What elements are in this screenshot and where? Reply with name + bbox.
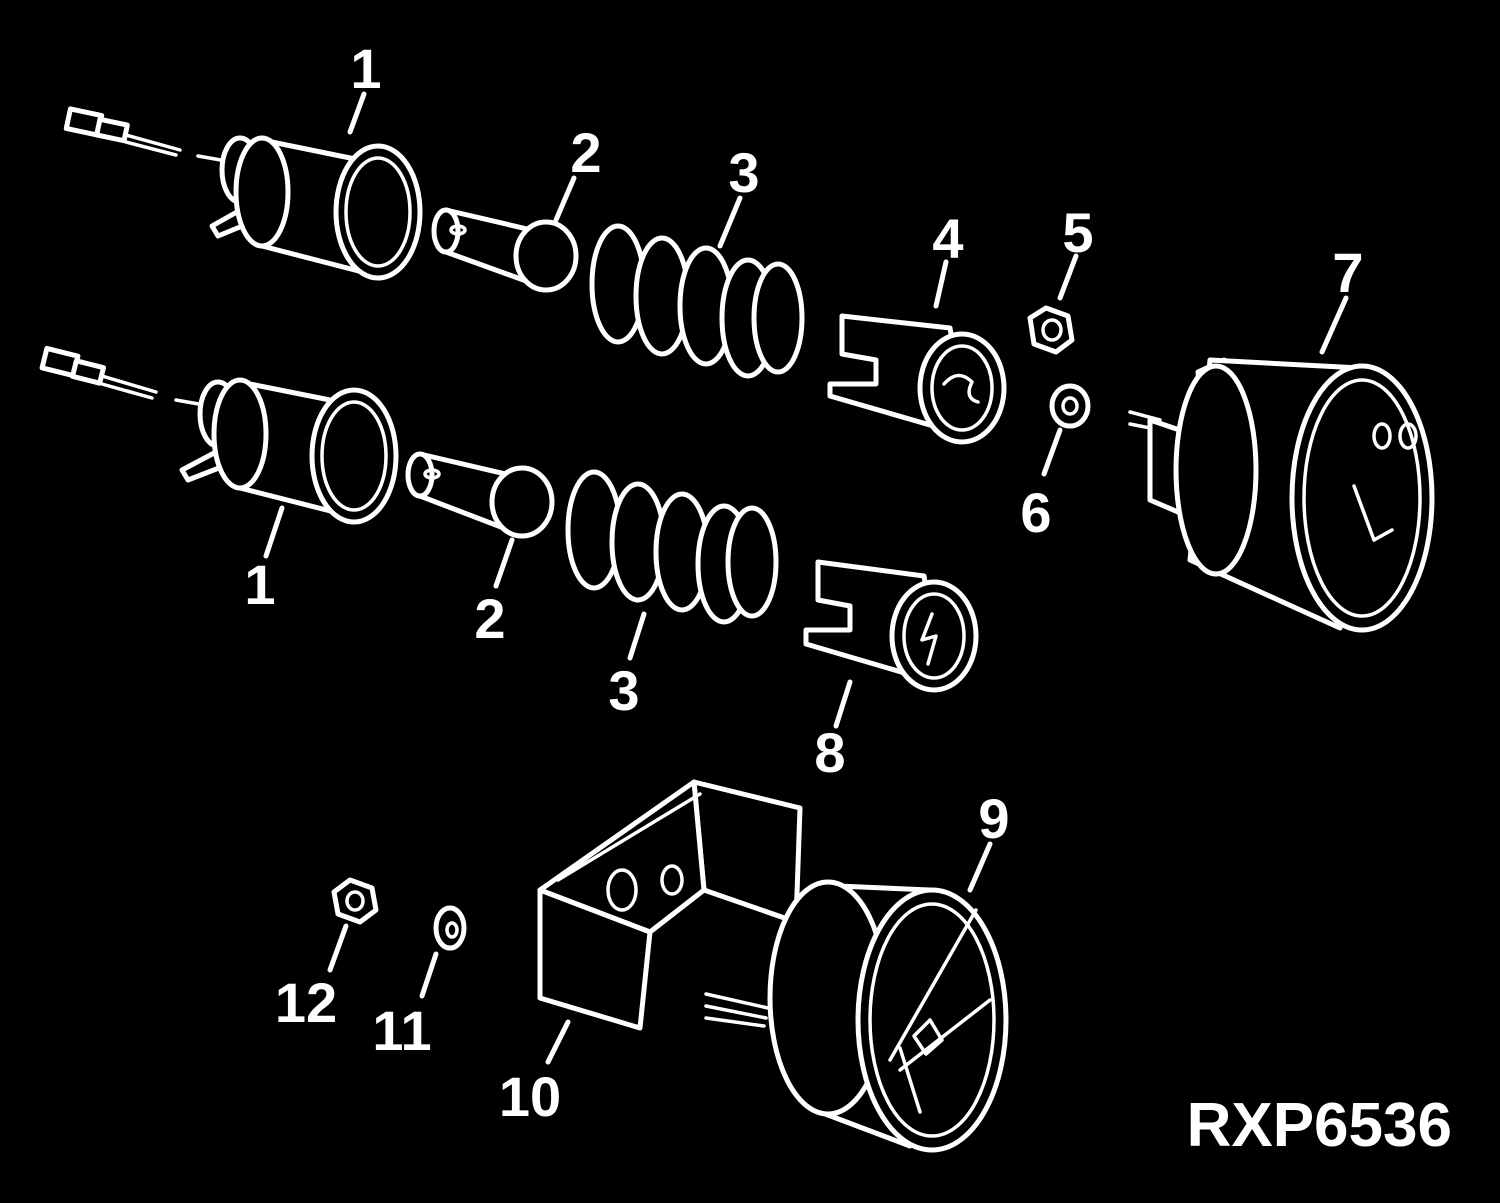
nut-12 xyxy=(331,877,379,925)
indicator-cap-4 xyxy=(827,313,1007,445)
plunger-lower xyxy=(405,451,555,539)
callout-5: 5 xyxy=(1062,201,1093,264)
nut-5 xyxy=(1027,305,1075,355)
leader-lines xyxy=(263,91,1349,1065)
gauge-9 xyxy=(704,879,1009,1153)
callout-10: 10 xyxy=(499,1065,561,1128)
plunger-upper xyxy=(431,207,579,293)
callout-11: 11 xyxy=(372,999,431,1062)
washer-11 xyxy=(433,905,467,951)
indicator-cap-8 xyxy=(803,559,979,693)
callout-3-upper: 3 xyxy=(728,141,759,204)
callout-9: 9 xyxy=(978,787,1009,850)
callout-1-upper: 1 xyxy=(350,37,381,100)
spring-lower xyxy=(565,469,779,625)
switch-housing-upper xyxy=(63,106,423,281)
callout-7: 7 xyxy=(1332,241,1363,304)
callout-2-lower: 2 xyxy=(474,587,505,650)
callout-12: 12 xyxy=(275,971,337,1034)
mounting-bracket-10 xyxy=(537,779,803,1031)
washer-6 xyxy=(1049,383,1091,429)
spring-upper xyxy=(589,223,805,379)
callout-4: 4 xyxy=(932,207,963,270)
figure-id: RXP6536 xyxy=(1187,1091,1452,1160)
callout-2-upper: 2 xyxy=(570,121,601,184)
callout-3-lower: 3 xyxy=(608,659,639,722)
callout-6: 6 xyxy=(1020,481,1051,544)
callout-1-lower: 1 xyxy=(244,553,275,616)
switch-housing-lower xyxy=(39,345,399,525)
gauge-7 xyxy=(1128,357,1435,633)
callout-8: 8 xyxy=(814,721,845,784)
